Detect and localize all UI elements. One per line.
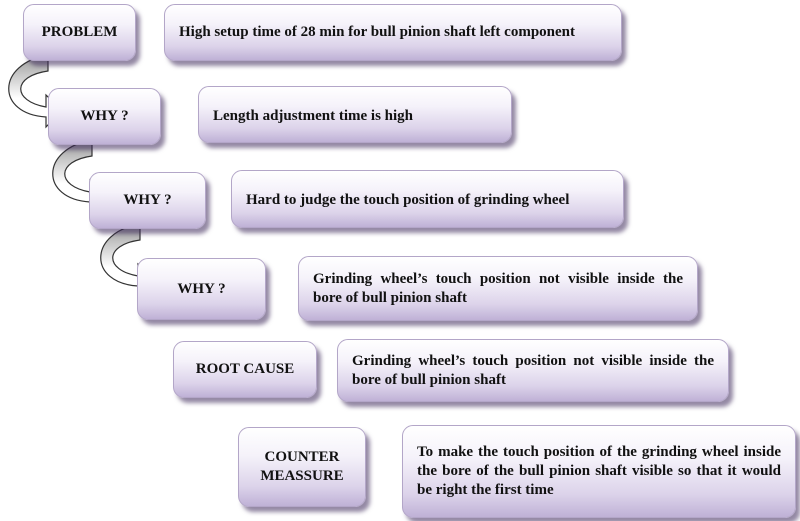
problem-statement: High setup time of 28 min for bull pinio… bbox=[164, 4, 622, 61]
root-cause-label-text: ROOT CAUSE bbox=[195, 361, 295, 377]
why-2-label: WHY ? bbox=[89, 172, 206, 229]
root-cause-label: ROOT CAUSE bbox=[173, 341, 317, 398]
root-cause-answer-text: Grinding wheel’s touch position not visi… bbox=[352, 352, 714, 388]
why-1-answer-text: Length adjustment time is high bbox=[213, 108, 414, 124]
counter-measure-answer: To make the touch position of the grindi… bbox=[402, 425, 796, 518]
why-2-answer: Hard to judge the touch position of grin… bbox=[231, 170, 624, 228]
root-cause-answer: Grinding wheel’s touch position not visi… bbox=[337, 339, 729, 402]
why-1-label: WHY ? bbox=[48, 88, 161, 145]
problem-statement-text: High setup time of 28 min for bull pinio… bbox=[179, 24, 575, 40]
why-3-answer-text: Grinding wheel’s touch position not visi… bbox=[313, 270, 683, 306]
why-1-label-text: WHY ? bbox=[80, 108, 129, 124]
why-3-label: WHY ? bbox=[137, 258, 266, 320]
counter-measure-label: COUNTER MEASSURE bbox=[238, 427, 366, 507]
why-2-label-text: WHY ? bbox=[123, 192, 172, 208]
why-3-label-text: WHY ? bbox=[177, 280, 226, 297]
counter-measure-label-text: COUNTER MEASSURE bbox=[260, 449, 344, 484]
why-1-answer: Length adjustment time is high bbox=[198, 86, 512, 143]
problem-label-text: PROBLEM bbox=[41, 24, 118, 40]
problem-label: PROBLEM bbox=[23, 4, 136, 61]
why-3-answer: Grinding wheel’s touch position not visi… bbox=[298, 256, 698, 321]
counter-measure-answer-text: To make the touch position of the grindi… bbox=[417, 444, 781, 498]
why-2-answer-text: Hard to judge the touch position of grin… bbox=[246, 192, 570, 208]
